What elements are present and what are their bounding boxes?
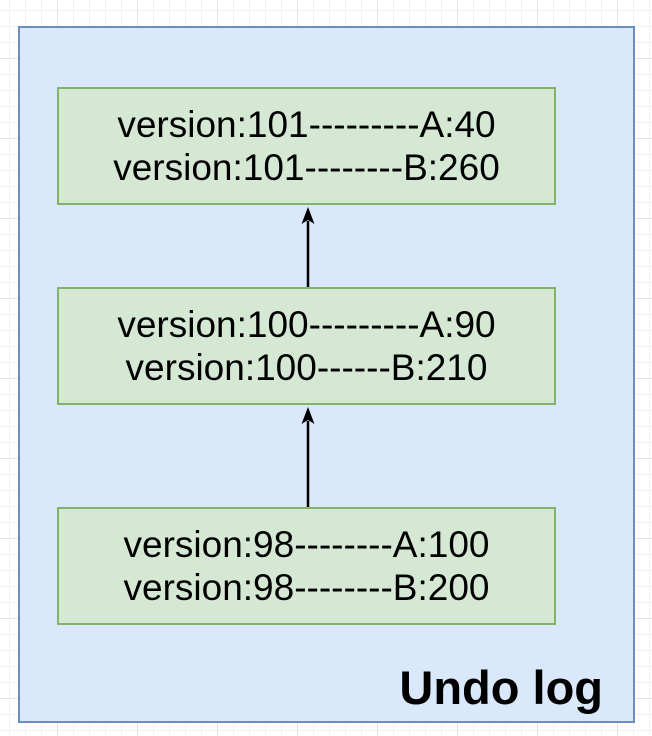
diagram-title: Undo log xyxy=(399,661,603,714)
version-entry-b: version:101--------B:260 xyxy=(113,147,500,188)
version-entry-a: version:100---------A:90 xyxy=(117,304,496,345)
version-entry-a: version:101---------A:40 xyxy=(117,104,496,145)
undo-record-version-98: version:98--------A:100 version:98------… xyxy=(57,507,556,625)
version-entry-b: version:100------B:210 xyxy=(125,347,488,388)
up-arrow-icon xyxy=(301,407,315,507)
up-arrow-icon xyxy=(301,207,315,287)
undo-log-container: version:101---------A:40 version:101----… xyxy=(18,26,635,723)
undo-record-version-100: version:100---------A:90 version:100----… xyxy=(57,287,556,405)
undo-record-version-101: version:101---------A:40 version:101----… xyxy=(57,87,556,205)
version-entry-b: version:98--------B:200 xyxy=(123,567,490,608)
version-entry-a: version:98--------A:100 xyxy=(123,524,490,565)
